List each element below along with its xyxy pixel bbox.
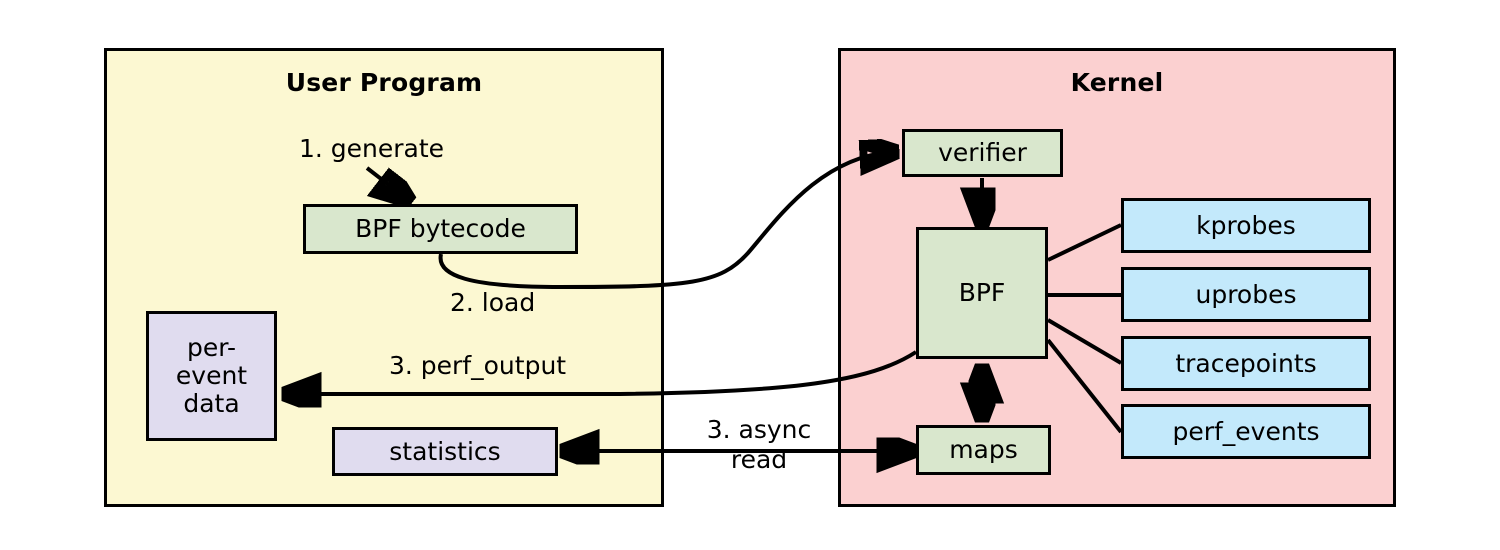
node-kprobes[interactable]: kprobes [1121, 198, 1371, 253]
node-verifier-label: verifier [938, 138, 1027, 167]
node-verifier[interactable]: verifier [902, 129, 1063, 177]
node-statistics[interactable]: statistics [332, 427, 558, 476]
edge-label-async-read: 3. async read [694, 415, 824, 474]
node-tracepoints-label: tracepoints [1175, 348, 1317, 378]
edge-label-async-read-line1: 3. async [706, 415, 812, 444]
node-bpf[interactable]: BPF [916, 227, 1048, 359]
node-statistics-label: statistics [389, 436, 501, 466]
edge-label-perf-output: 3. perf_output [389, 351, 567, 380]
node-bpf-bytecode[interactable]: BPF bytecode [303, 204, 578, 254]
node-maps[interactable]: maps [916, 425, 1051, 475]
node-bpf-label: BPF [958, 278, 1006, 307]
node-per-event-data[interactable]: per- event data [146, 311, 277, 441]
panel-title-user-program: User Program [285, 68, 483, 97]
node-maps-label: maps [949, 435, 1018, 464]
node-per-event-data-line3: data [183, 389, 240, 418]
node-per-event-data-line1: per- [187, 333, 236, 362]
node-perf-events[interactable]: perf_events [1121, 404, 1371, 459]
node-per-event-data-line2: event [175, 361, 248, 390]
edge-label-load: 2. load [450, 288, 536, 317]
node-uprobes-label: uprobes [1195, 279, 1297, 309]
node-perf-events-label: perf_events [1172, 416, 1320, 446]
node-uprobes[interactable]: uprobes [1121, 267, 1371, 322]
node-kprobes-label: kprobes [1196, 210, 1296, 240]
node-bpf-bytecode-label: BPF bytecode [355, 214, 526, 243]
edge-label-generate: 1. generate [299, 134, 445, 163]
panel-title-kernel: Kernel [1070, 68, 1164, 97]
node-tracepoints[interactable]: tracepoints [1121, 336, 1371, 391]
edge-label-async-read-line2: read [730, 444, 788, 474]
